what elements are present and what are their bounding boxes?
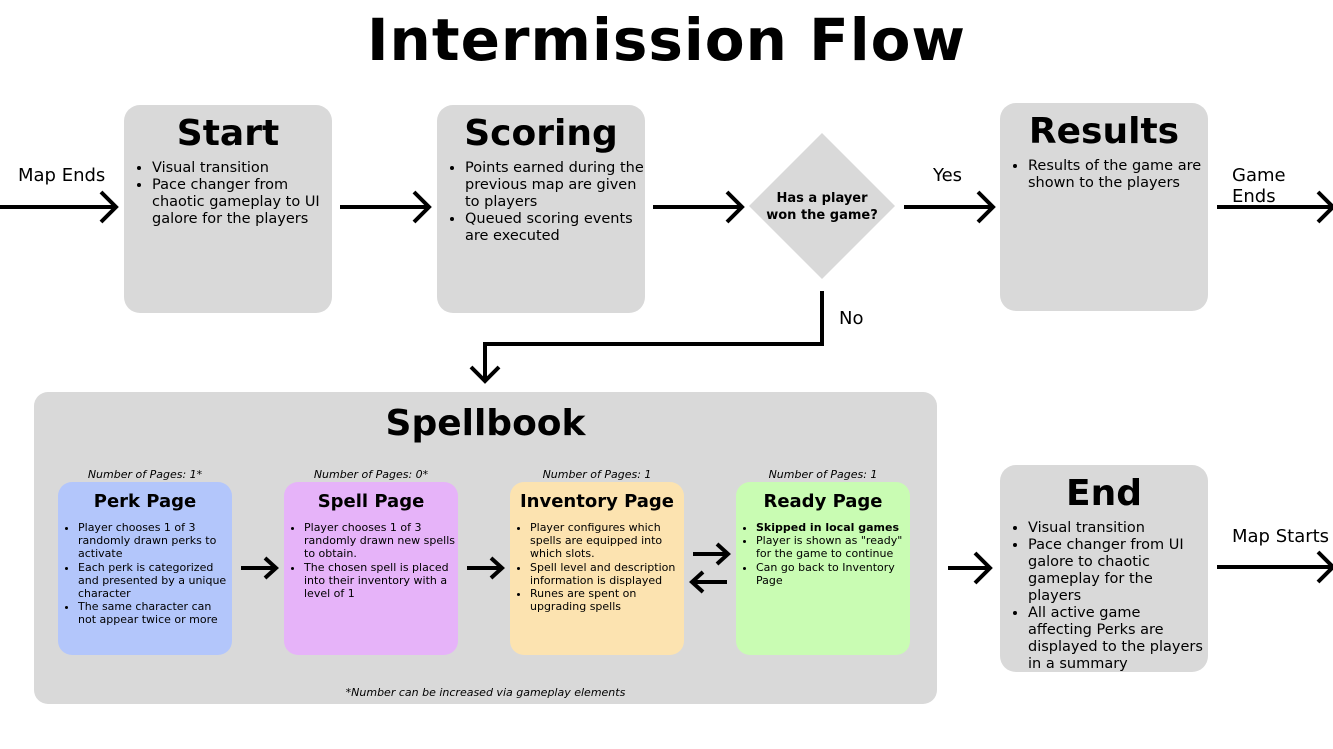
spellbook-footnote: *Number can be increased via gameplay el… (345, 686, 626, 699)
end-box: End Visual transition Pace changer from … (1000, 465, 1208, 672)
diagram-title: Intermission Flow (366, 6, 967, 74)
start-bullet: Pace changer from chaotic gameplay to UI… (152, 177, 332, 228)
decision-text: Has a player won the game? (752, 190, 892, 224)
arrow-perk-to-spell (241, 556, 279, 580)
game-ends-label: Game Ends (1232, 165, 1286, 207)
arrow-spell-to-inventory (467, 556, 505, 580)
end-bullet: All active game affecting Perks are disp… (1028, 605, 1208, 673)
arrow-inventory-to-ready (693, 542, 731, 566)
ready-page-bullet: Skipped in local games (756, 521, 910, 534)
ready-page-bullets: Skipped in local games Player is shown a… (736, 521, 910, 587)
ready-page-card: Ready Page Skipped in local games Player… (736, 482, 910, 655)
arrow-results-to-game-ends (1217, 190, 1333, 224)
scoring-box: Scoring Points earned during the previou… (437, 105, 645, 313)
no-label: No (839, 308, 864, 329)
arrow-ready-to-inventory (689, 570, 727, 594)
spell-page-bullets: Player chooses 1 of 3 randomly drawn new… (284, 521, 458, 600)
spellbook-title: Spellbook (385, 403, 586, 444)
start-bullets: Visual transition Pace changer from chao… (124, 160, 332, 228)
arrow-end-to-map-starts (1217, 550, 1333, 584)
spell-page-card: Spell Page Player chooses 1 of 3 randoml… (284, 482, 458, 655)
scoring-bullets: Points earned during the previous map ar… (437, 160, 645, 245)
inventory-page-card: Inventory Page Player configures which s… (510, 482, 684, 655)
arrow-spellbook-to-end (948, 551, 993, 585)
end-bullets: Visual transition Pace changer from UI g… (1000, 520, 1208, 673)
ready-page-title: Ready Page (763, 491, 883, 512)
spell-page-title: Spell Page (317, 491, 425, 512)
arrow-map-ends-to-start (0, 190, 119, 224)
arrow-yes-to-results (904, 190, 996, 224)
perk-page-bullet: Player chooses 1 of 3 randomly drawn per… (78, 521, 232, 561)
inventory-page-bullet: Spell level and description information … (530, 561, 684, 587)
arrow-no-to-spellbook (469, 291, 824, 384)
inventory-page-caption: Number of Pages: 1 (542, 468, 652, 481)
start-title: Start (176, 113, 280, 154)
inventory-page-bullets: Player configures which spells are equip… (510, 521, 684, 613)
decision-line-2: won the game? (766, 208, 878, 223)
map-ends-label: Map Ends (18, 165, 106, 186)
ready-page-bullet: Can go back to Inventory Page (756, 561, 910, 587)
scoring-bullet: Queued scoring events are executed (465, 211, 645, 245)
scoring-bullet: Points earned during the previous map ar… (465, 160, 645, 211)
results-bullet: Results of the game are shown to the pla… (1028, 158, 1208, 192)
map-starts-label: Map Starts (1232, 526, 1330, 547)
decision-line-1: Has a player (776, 191, 868, 206)
perk-page-card: Perk Page Player chooses 1 of 3 randomly… (58, 482, 232, 655)
spell-page-bullet: Player chooses 1 of 3 randomly drawn new… (304, 521, 458, 561)
scoring-title: Scoring (464, 113, 618, 154)
start-bullet: Visual transition (152, 160, 332, 177)
ready-page-bullet: Player is shown as "ready" for the game … (756, 534, 910, 560)
results-title: Results (1028, 111, 1180, 152)
perk-page-bullet: Each perk is categorized and presented b… (78, 561, 232, 601)
yes-label: Yes (933, 165, 963, 186)
perk-page-bullet: The same character can not appear twice … (78, 600, 232, 626)
spell-page-caption: Number of Pages: 0* (313, 468, 429, 481)
perk-page-caption: Number of Pages: 1* (87, 468, 203, 481)
end-title: End (1066, 473, 1142, 514)
results-bullets: Results of the game are shown to the pla… (1000, 158, 1208, 192)
results-box: Results Results of the game are shown to… (1000, 103, 1208, 311)
inventory-page-title: Inventory Page (519, 491, 675, 512)
decision-diamond (749, 133, 895, 279)
spell-page-bullet: The chosen spell is placed into their in… (304, 561, 458, 601)
ready-page-caption: Number of Pages: 1 (768, 468, 878, 481)
start-box: Start Visual transition Pace changer fro… (124, 105, 332, 313)
end-bullet: Visual transition (1028, 520, 1208, 537)
inventory-page-bullet: Player configures which spells are equip… (530, 521, 684, 561)
perk-page-bullets: Player chooses 1 of 3 randomly drawn per… (58, 521, 232, 627)
end-bullet: Pace changer from UI galore to chaotic g… (1028, 537, 1208, 605)
arrow-scoring-to-decision (653, 190, 745, 224)
inventory-page-bullet: Runes are spent on upgrading spells (530, 587, 684, 613)
arrow-start-to-scoring (340, 190, 432, 224)
perk-page-title: Perk Page (93, 491, 197, 512)
